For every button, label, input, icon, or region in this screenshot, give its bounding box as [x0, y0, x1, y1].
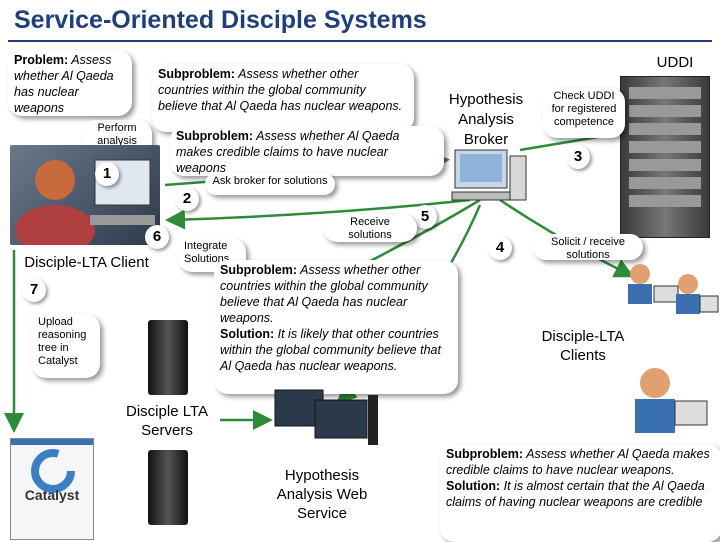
solution1-sol-text: It is likely that other countries within… — [220, 327, 441, 373]
upload-bubble: Upload reasoning tree in Catalyst — [32, 314, 100, 378]
hypothesis-web-service-label: Hypothesis Analysis Web Service — [276, 467, 368, 522]
uddi-server-icon — [620, 76, 710, 238]
step-5-badge: 5 — [413, 205, 437, 229]
catalyst-window-titlebar — [11, 439, 93, 445]
solution2-sol-text: It is almost certain that the Al Qaeda c… — [446, 479, 705, 509]
ask-broker-bubble: Ask broker for solutions — [205, 173, 335, 195]
title-underline — [8, 40, 712, 42]
disciple-lta-clients-label: Disciple-LTA Clients — [541, 328, 625, 364]
step-1-badge: 1 — [95, 162, 119, 186]
subproblem2-bubble: Subproblem: Assess whether Al Qaeda make… — [170, 126, 444, 176]
server-tower-icon — [148, 320, 188, 395]
solution2-sol-label: Solution: — [446, 479, 501, 493]
solicit-receive-bubble: Solicit / receive solutions — [533, 234, 643, 260]
uddi-label: UDDI — [656, 54, 694, 71]
page-title: Service-Oriented Disciple Systems — [14, 6, 427, 34]
solution1-sol-label: Solution: — [220, 327, 275, 341]
disciple-lta-client-label: Disciple-LTA Client — [24, 254, 149, 271]
analyst-icon — [15, 159, 155, 255]
step-3-badge: 3 — [566, 145, 590, 169]
step-6-badge: 6 — [145, 225, 169, 249]
disciple-lta-servers-label: Disciple LTA Servers — [126, 403, 208, 439]
webservice-computer-icon — [270, 385, 380, 450]
analyst-photo — [10, 145, 160, 255]
catalyst-c-icon — [31, 449, 75, 493]
hypothesis-broker-label: Hypothesis Analysis Broker — [448, 91, 524, 148]
step-2-badge: 2 — [175, 187, 199, 211]
solution2-sub-text: Assess whether Al Qaeda makes credible c… — [446, 447, 710, 477]
problem-label: Problem: — [14, 53, 69, 67]
catalyst-logo-text: Catalyst — [24, 487, 80, 503]
server-tower-icon — [148, 450, 188, 525]
solution1-sub-text: Assess whether other countries within th… — [220, 263, 428, 325]
client-person-icon — [620, 262, 680, 307]
solution-bubble-2: Subproblem: Assess whether Al Qaeda make… — [440, 444, 720, 542]
check-uddi-bubble: Check UDDI for registered competence — [543, 88, 625, 138]
client-person-icon — [620, 365, 710, 435]
subproblem2-text: Assess whether Al Qaeda makes credible c… — [176, 129, 400, 175]
subproblem2-label: Subproblem: — [176, 129, 254, 143]
step-7-badge: 7 — [22, 278, 46, 302]
arrow-broker-to-client — [165, 198, 471, 230]
subproblem1-bubble: Subproblem: Assess whether other countri… — [152, 64, 414, 132]
client-person-icon — [670, 272, 720, 317]
subproblem1-label: Subproblem: — [158, 67, 236, 81]
problem-text: Assess whether Al Qaeda has nuclear weap… — [14, 53, 114, 115]
solution-bubble-1: Subproblem: Assess whether other countri… — [214, 260, 458, 394]
step-4-badge: 4 — [488, 236, 512, 260]
problem-bubble: Problem: Assess whether Al Qaeda has nuc… — [8, 50, 132, 116]
catalyst-window: Catalyst — [10, 438, 94, 540]
receive-solutions-bubble: Receive solutions — [323, 214, 417, 242]
solution2-sub-label: Subproblem: — [446, 447, 524, 461]
subproblem1-text: Assess whether other countries within th… — [158, 67, 403, 113]
solution1-sub-label: Subproblem: — [220, 263, 298, 277]
broker-computer-icon — [450, 148, 530, 203]
